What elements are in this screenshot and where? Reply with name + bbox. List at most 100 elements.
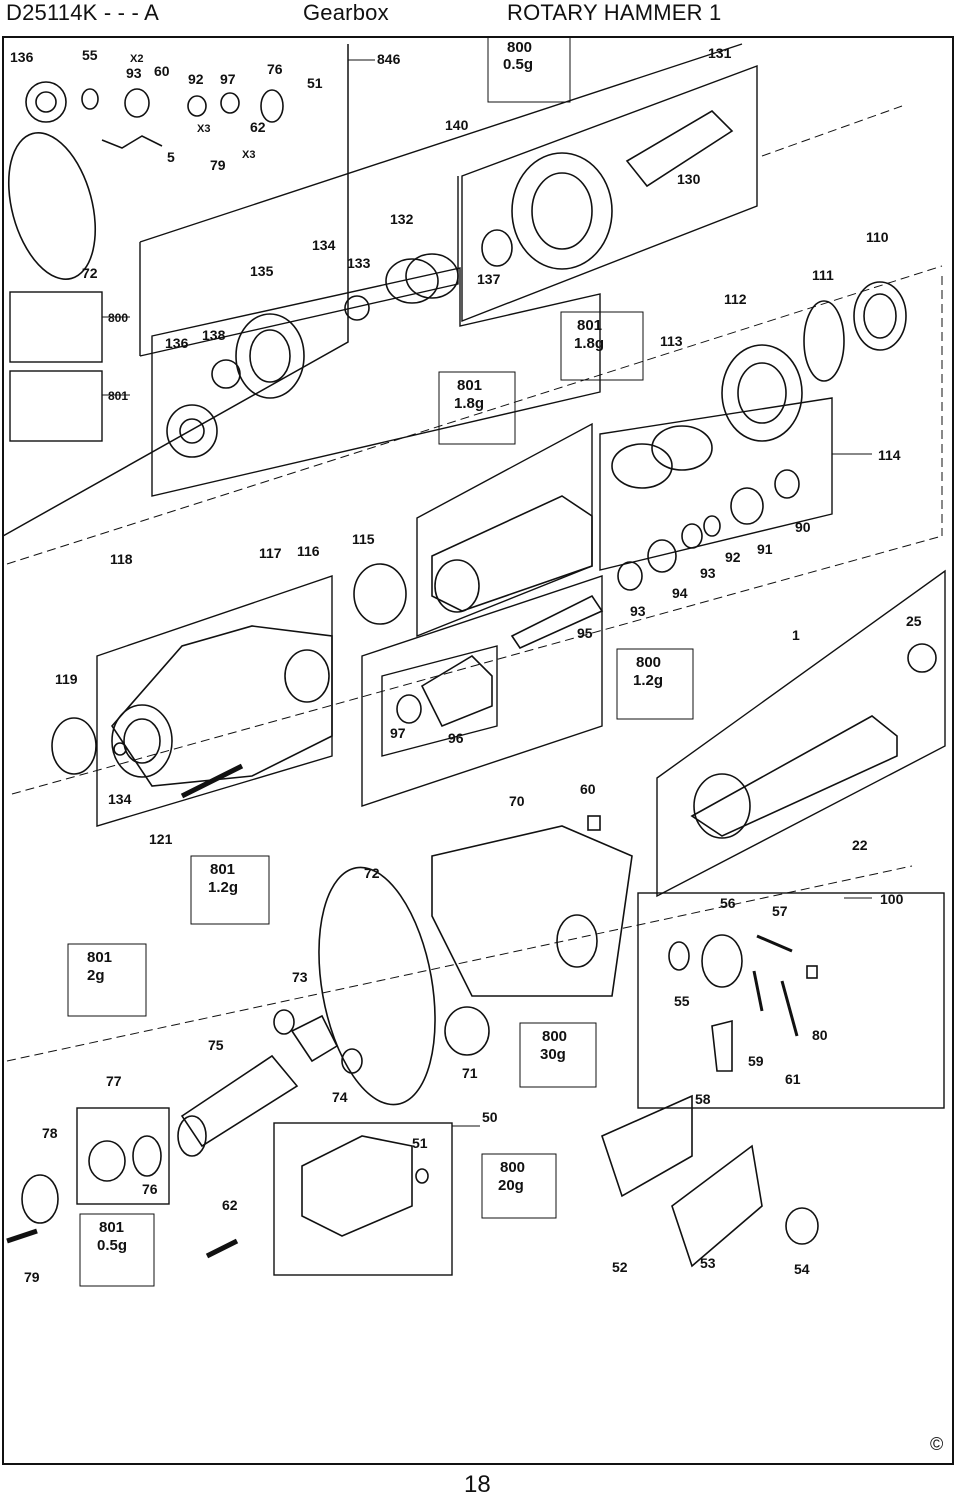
grease-amount: 30g — [540, 1046, 566, 1063]
callout-53: 53 — [700, 1255, 716, 1271]
grease-code: 801 — [108, 389, 128, 403]
callout-55: 55 — [674, 993, 690, 1009]
callout-80: 80 — [812, 1027, 828, 1043]
callout-116: 116 — [297, 543, 320, 559]
callout-57: 57 — [772, 903, 788, 919]
grease-amount: 0.5g — [97, 1237, 127, 1254]
product-name: ROTARY HAMMER 1 — [507, 0, 722, 25]
model-number: D25114K - - - A — [6, 0, 159, 25]
section-title: Gearbox — [303, 0, 389, 25]
grease-code: 801 — [210, 861, 235, 878]
callout-133: 133 — [347, 255, 371, 271]
callout-96: 96 — [448, 730, 464, 746]
grease-code: 800 — [636, 654, 661, 671]
grease-code: 801 — [99, 1219, 124, 1236]
callout-135: 135 — [250, 263, 274, 279]
callout-94: 94 — [672, 585, 688, 601]
callout-62: 62 — [250, 119, 266, 135]
callout-132: 132 — [390, 211, 414, 227]
callout-131: 131 — [708, 45, 732, 61]
callout-77: 77 — [106, 1073, 122, 1089]
callout-x2: X2 — [130, 53, 143, 65]
callout-72: 72 — [364, 865, 380, 881]
callout-62: 62 — [222, 1197, 238, 1213]
grease-code: 800 — [507, 39, 532, 56]
callout-79: 79 — [210, 157, 226, 173]
grease-code: 801 — [87, 949, 112, 966]
callout-22: 22 — [852, 837, 868, 853]
grease-amount: 2g — [87, 967, 105, 984]
callout-51: 51 — [307, 75, 323, 91]
callout-92: 92 — [725, 549, 741, 565]
grease-amount: 0.5g — [503, 56, 533, 73]
callout-95: 95 — [577, 625, 593, 641]
callout-111: 111 — [812, 267, 834, 283]
callout-121: 121 — [149, 831, 173, 847]
callout-119: 119 — [55, 671, 78, 687]
callout-134: 134 — [312, 237, 336, 253]
callout-58: 58 — [695, 1091, 711, 1107]
callout-93: 93 — [630, 603, 646, 619]
callout-79: 79 — [24, 1269, 40, 1285]
callout-61: 61 — [785, 1071, 801, 1087]
page-number: 18 — [464, 1471, 491, 1498]
callout-91: 91 — [757, 541, 773, 557]
callout-72: 72 — [82, 265, 98, 281]
grease-amount: 1.8g — [574, 335, 604, 352]
callout-112: 112 — [724, 291, 747, 307]
callout-130: 130 — [677, 171, 701, 187]
callout-51: 51 — [412, 1135, 428, 1151]
grease-code: 801 — [457, 377, 482, 394]
grease-code: 800 — [542, 1028, 567, 1045]
callout-59: 59 — [748, 1053, 764, 1069]
callout-60: 60 — [580, 781, 596, 797]
callout-100: 100 — [880, 891, 904, 907]
callout-60: 60 — [154, 63, 170, 79]
grease-code: 801 — [577, 317, 602, 334]
callout-70: 70 — [509, 793, 525, 809]
grease-amount: 20g — [498, 1177, 524, 1194]
callout-5: 5 — [167, 149, 175, 165]
callout-25: 25 — [906, 613, 922, 629]
callout-110: 110 — [866, 229, 889, 245]
callout-140: 140 — [445, 117, 469, 133]
callout-93: 93 — [700, 565, 716, 581]
grease-amount: 1.2g — [633, 672, 663, 689]
callout-56: 56 — [720, 895, 736, 911]
callout-54: 54 — [794, 1261, 810, 1277]
callout-92: 92 — [188, 71, 204, 87]
callout-97: 97 — [220, 71, 236, 87]
grease-amount: 1.8g — [454, 395, 484, 412]
callout-50: 50 — [482, 1109, 498, 1125]
callout-55: 55 — [82, 47, 98, 63]
callout-78: 78 — [42, 1125, 58, 1141]
callout-136: 136 — [165, 335, 189, 351]
callout-113: 113 — [660, 333, 683, 349]
callout-71: 71 — [462, 1065, 478, 1081]
callout-846: 846 — [377, 51, 401, 67]
callout-1: 1 — [792, 627, 800, 643]
callout-134: 134 — [108, 791, 132, 807]
callout-76: 76 — [267, 61, 283, 77]
exploded-parts-diagram: 136 55 X2 93 60 92 97 76 51 846 X3 62 X3… — [2, 36, 954, 1465]
callout-115: 115 — [352, 531, 375, 547]
callout-x3: X3 — [197, 123, 210, 135]
callout-x3: X3 — [242, 149, 255, 161]
callout-118: 118 — [110, 551, 133, 567]
callout-137: 137 — [477, 271, 501, 287]
callout-75: 75 — [208, 1037, 224, 1053]
callout-90: 90 — [795, 519, 811, 535]
grease-code: 800 — [500, 1159, 525, 1176]
callout-138: 138 — [202, 327, 226, 343]
callout-52: 52 — [612, 1259, 628, 1275]
callout-97: 97 — [390, 725, 406, 741]
callout-114: 114 — [878, 447, 901, 463]
callout-76: 76 — [142, 1181, 158, 1197]
callout-136: 136 — [10, 49, 34, 65]
callout-93: 93 — [126, 65, 142, 81]
grease-code: 800 — [108, 311, 128, 325]
copyright-mark: © — [930, 1434, 944, 1454]
grease-amount: 1.2g — [208, 879, 238, 896]
callout-117: 117 — [259, 545, 282, 561]
callout-74: 74 — [332, 1089, 348, 1105]
